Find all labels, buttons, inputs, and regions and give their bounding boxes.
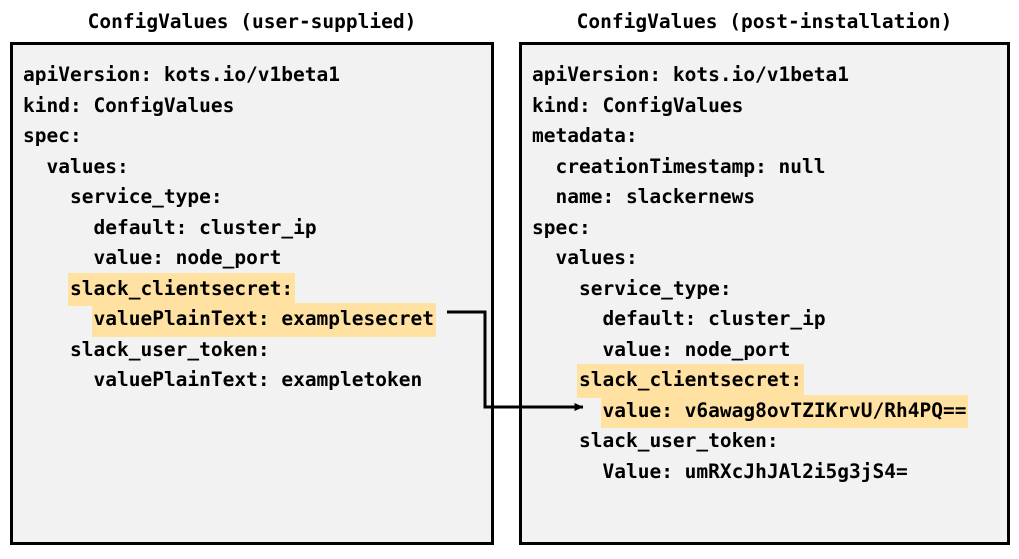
yaml-text: apiVersion: kots.io/v1beta1 — [532, 63, 849, 86]
yaml-text: values: — [555, 246, 638, 269]
yaml-line: slack_clientsecret: — [13, 272, 296, 306]
yaml-line: valuePlainText: examplesecret — [13, 303, 436, 337]
yaml-text: service_type: — [70, 185, 223, 208]
yaml-text: kind: ConfigValues — [23, 93, 235, 117]
yaml-line: slack_user_token: — [13, 334, 272, 365]
yaml-text: Value: umRXcJhJAl2i5g3jS4= — [602, 459, 908, 483]
highlighted-yaml-text: slack_clientsecret: — [68, 272, 296, 306]
yaml-text: name: slackernews — [555, 185, 756, 208]
yaml-line: metadata: — [522, 120, 640, 151]
yaml-text: value: node_port — [93, 246, 282, 269]
yaml-line: slack_user_token: — [522, 425, 781, 456]
yaml-line: default: cluster_ip — [522, 303, 828, 334]
yaml-text: slack_user_token: — [70, 337, 270, 361]
yaml-text: slack_user_token: — [579, 429, 779, 452]
yaml-line: apiVersion: kots.io/v1beta1 — [13, 59, 342, 90]
highlighted-yaml-text: slack_clientsecret: — [577, 364, 805, 398]
yaml-line: kind: ConfigValues — [522, 90, 745, 121]
yaml-text: value: node_port — [602, 337, 791, 361]
yaml-text: spec: — [532, 215, 591, 239]
yaml-text: service_type: — [579, 276, 732, 300]
yaml-code-post-installation: apiVersion: kots.io/v1beta1 kind: ConfigV… — [522, 45, 1007, 542]
highlighted-yaml-text: valuePlainText: examplesecret — [91, 303, 436, 337]
config-values-post-installation-panel: apiVersion: kots.io/v1beta1 kind: ConfigV… — [519, 42, 1010, 545]
yaml-line: creationTimestamp: null — [522, 151, 828, 182]
yaml-text: spec: — [23, 124, 82, 147]
yaml-line: value: node_port — [13, 242, 283, 273]
yaml-text: default: cluster_ip — [602, 307, 826, 330]
yaml-text: values: — [46, 154, 129, 178]
yaml-line: default: cluster_ip — [13, 212, 319, 243]
yaml-text: apiVersion: kots.io/v1beta1 — [23, 63, 340, 86]
yaml-line: slack_clientsecret: — [522, 364, 805, 398]
highlighted-yaml-text: value: v6awag8ovTZIKrvU/Rh4PQ== — [600, 394, 969, 428]
panel-title-post-installation: ConfigValues (post-installation) — [576, 10, 953, 33]
yaml-line: Value: umRXcJhJAl2i5g3jS4= — [522, 456, 910, 487]
yaml-line: spec: — [522, 212, 593, 243]
yaml-line: values: — [13, 151, 131, 182]
panel-title-user-supplied: ConfigValues (user-supplied) — [87, 10, 417, 33]
config-values-user-supplied-panel: apiVersion: kots.io/v1beta1 kind: ConfigV… — [10, 42, 494, 545]
yaml-text: valuePlainText: exampletoken — [93, 368, 423, 391]
yaml-line: service_type: — [13, 181, 225, 212]
yaml-line: kind: ConfigValues — [13, 90, 236, 121]
yaml-line: value: v6awag8ovTZIKrvU/Rh4PQ== — [522, 394, 969, 428]
yaml-code-user-supplied: apiVersion: kots.io/v1beta1 kind: ConfigV… — [13, 45, 491, 542]
yaml-line: service_type: — [522, 273, 734, 304]
yaml-line: spec: — [13, 120, 84, 151]
yaml-text: kind: ConfigValues — [532, 93, 744, 117]
yaml-text: creationTimestamp: null — [555, 154, 826, 178]
yaml-text: default: cluster_ip — [93, 215, 317, 239]
yaml-line: values: — [522, 242, 640, 273]
yaml-text: metadata: — [532, 124, 638, 147]
yaml-line: name: slackernews — [522, 181, 757, 212]
yaml-line: value: node_port — [522, 334, 792, 365]
yaml-line: valuePlainText: exampletoken — [13, 364, 424, 395]
yaml-line: apiVersion: kots.io/v1beta1 — [522, 59, 851, 90]
